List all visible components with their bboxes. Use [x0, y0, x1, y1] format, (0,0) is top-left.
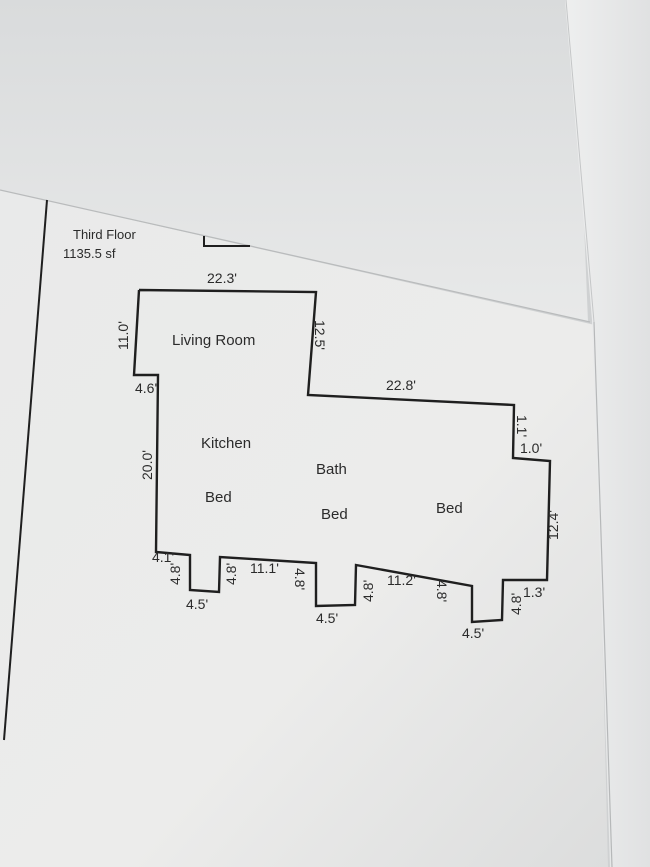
room-bed-center: Bed [321, 506, 348, 523]
floor-name: Third Floor [73, 227, 137, 242]
dim-living-right-height: 12.5' [312, 320, 328, 350]
page-frame-line [3, 199, 48, 741]
dim-bottom-seg2: 11.2' [387, 572, 416, 588]
dim-left-upper-height: 11.0' [115, 321, 131, 350]
dim-bottom-left-step: 4.1' [152, 549, 174, 565]
dim-mid-width: 22.8' [386, 377, 416, 393]
main-paper-sheet [0, 190, 608, 867]
dim-right-bottom-step: 1.3' [523, 584, 545, 600]
dim-bottom-left-width: 4.5' [186, 596, 208, 612]
dim-notch3-right-v: 4.8' [508, 593, 524, 615]
right-sheet-lower-edge [593, 321, 613, 867]
dim-notch2-left-v: 4.8' [292, 568, 308, 590]
dim-right-height: 12.4' [545, 510, 561, 540]
room-bed-left: Bed [205, 489, 232, 506]
dim-notch1-right-v: 4.8' [223, 563, 239, 585]
dim-right-top-notch-v: 1.1' [514, 415, 530, 437]
dim-notch2-right-v: 4.8' [360, 580, 376, 602]
dim-right-top-notch-h: 1.0' [520, 440, 542, 456]
right-sheet-edge [565, 0, 595, 323]
room-bath: Bath [316, 461, 347, 478]
floor-outline [132, 288, 552, 624]
dim-top-width: 22.3' [207, 270, 237, 286]
dim-bottom-left-notch-v: 4.8' [167, 563, 183, 585]
dim-left-lower-height: 20.0' [139, 450, 155, 480]
floor-area: 1135.5 sf [63, 246, 116, 261]
dim-left-step: 4.6' [135, 380, 157, 396]
top-paper-sheet [0, 0, 588, 322]
plan-fragment-mark [203, 236, 250, 247]
right-paper-sheet [565, 0, 650, 867]
room-bed-right: Bed [436, 500, 463, 517]
dim-bottom-right-width: 4.5' [462, 625, 484, 641]
dim-notch3-left-v: 4.8' [434, 580, 450, 602]
dim-bottom-center-width: 4.5' [316, 610, 338, 626]
paper-fold-edge [0, 189, 591, 323]
dim-bottom-seg1: 11.1' [250, 560, 279, 576]
room-kitchen: Kitchen [201, 435, 251, 452]
room-living-room: Living Room [172, 332, 255, 349]
